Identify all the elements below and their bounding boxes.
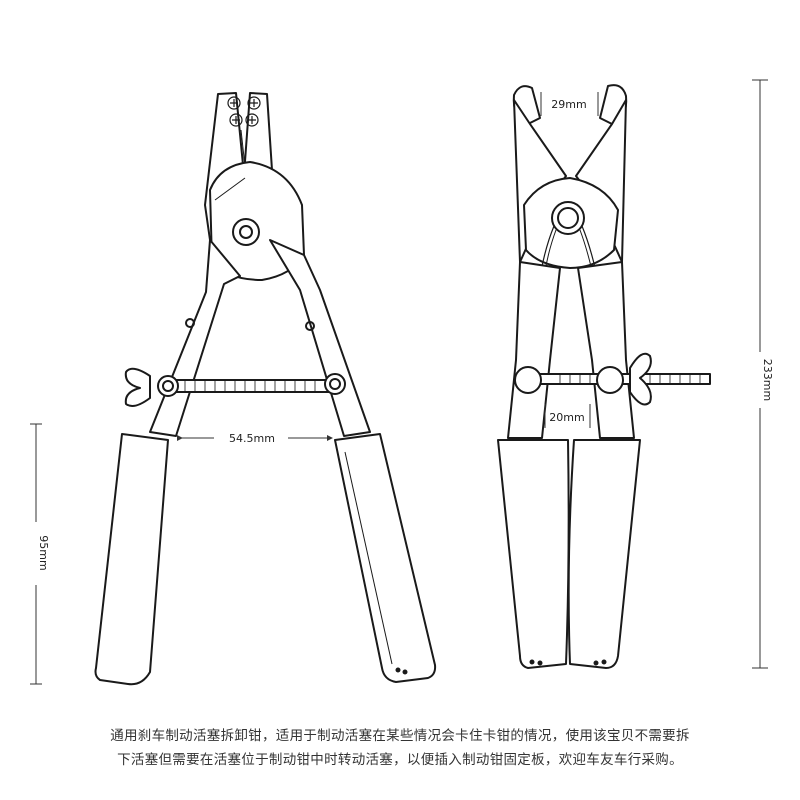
- left-handle-right: [334, 433, 437, 683]
- left-pliers: [94, 92, 437, 686]
- right-handle-right: [567, 439, 641, 669]
- dimension-label-right-tip-gap: 29mm: [551, 98, 586, 111]
- right-ball-right: [596, 366, 624, 394]
- right-arm-left: [507, 261, 561, 439]
- left-pivot-outer: [232, 218, 260, 246]
- dimension-left-gap: 54.5mm: [177, 432, 333, 445]
- dimension-right-total: 233mm: [752, 79, 774, 669]
- left-threaded-rod: [164, 379, 338, 393]
- dimension-label-left-handle: 95mm: [37, 535, 50, 570]
- pliers-diagram: 54.5mm 95mm: [30, 79, 774, 686]
- dimension-label-right-total: 233mm: [761, 359, 774, 401]
- right-handle-left: [497, 439, 570, 669]
- screw-icon: [227, 96, 261, 127]
- dimension-label-left-gap: 54.5mm: [229, 432, 275, 445]
- left-pivot-inner: [239, 225, 253, 239]
- left-arm-left: [149, 239, 241, 437]
- right-spring-coil: [551, 201, 585, 235]
- dimension-left-handle: 95mm: [30, 423, 50, 685]
- right-arm-right: [577, 261, 635, 439]
- left-handle-left: [94, 433, 169, 686]
- dimension-right-tip-gap: 29mm: [540, 92, 599, 116]
- caption-line-1: 通用刹车制动活塞拆卸钳，适用于制动活塞在某些情况会卡住卡钳的情况，使用该宝贝不需…: [110, 728, 690, 744]
- left-wing-nut: [124, 367, 151, 407]
- right-pliers: [497, 84, 711, 669]
- dimension-right-rod-gap: 20mm: [544, 404, 591, 428]
- product-caption: 通用刹车制动活塞拆卸钳，适用于制动活塞在某些情况会卡住卡钳的情况，使用该宝贝不需…: [0, 724, 800, 772]
- dimension-label-right-rod-gap: 20mm: [549, 411, 584, 424]
- right-ball-left: [514, 366, 542, 394]
- caption-line-2: 下活塞但需要在活塞位于制动钳中时转动活塞，以便插入制动钳固定板，欢迎车友车行采购…: [117, 752, 683, 768]
- right-wing-nut: [629, 352, 652, 406]
